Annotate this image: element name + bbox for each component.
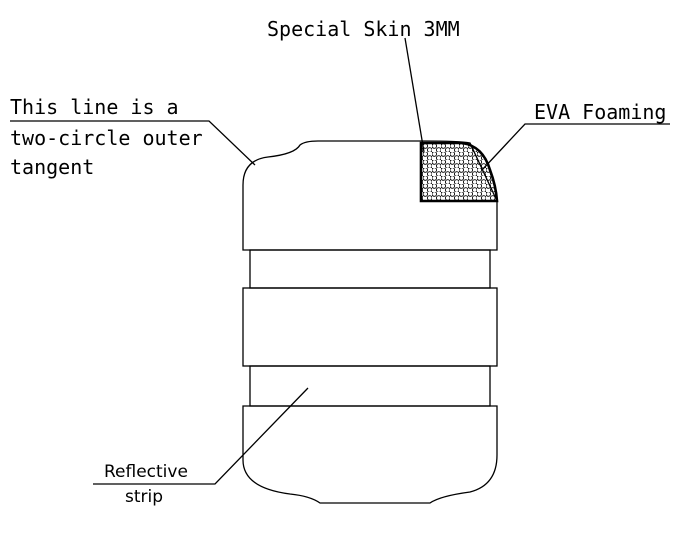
tangent-label-line-1: This line is a (10, 95, 179, 119)
reflective-strip-leader (93, 387, 309, 485)
middle-band (242, 287, 498, 367)
lower-band (249, 365, 491, 407)
bottom-body-section (242, 405, 498, 504)
special-skin-label: Special Skin 3MM (267, 17, 460, 41)
upper-band (249, 249, 491, 289)
tangent-leader (10, 120, 256, 166)
foam-insert (419, 141, 499, 203)
eva-foaming-leader (481, 123, 670, 171)
special-skin-leader (404, 37, 425, 153)
top-body-section (242, 140, 498, 251)
tangent-label-line-2: two-circle outer (10, 126, 203, 150)
eva-foaming-label: EVA Foaming (534, 100, 666, 124)
reflective-label-line-1: Reflective (104, 462, 188, 482)
reflective-label-line-2: strip (125, 487, 163, 507)
tangent-label-line-3: tangent (10, 155, 94, 179)
special-skin-outline (419, 141, 499, 203)
